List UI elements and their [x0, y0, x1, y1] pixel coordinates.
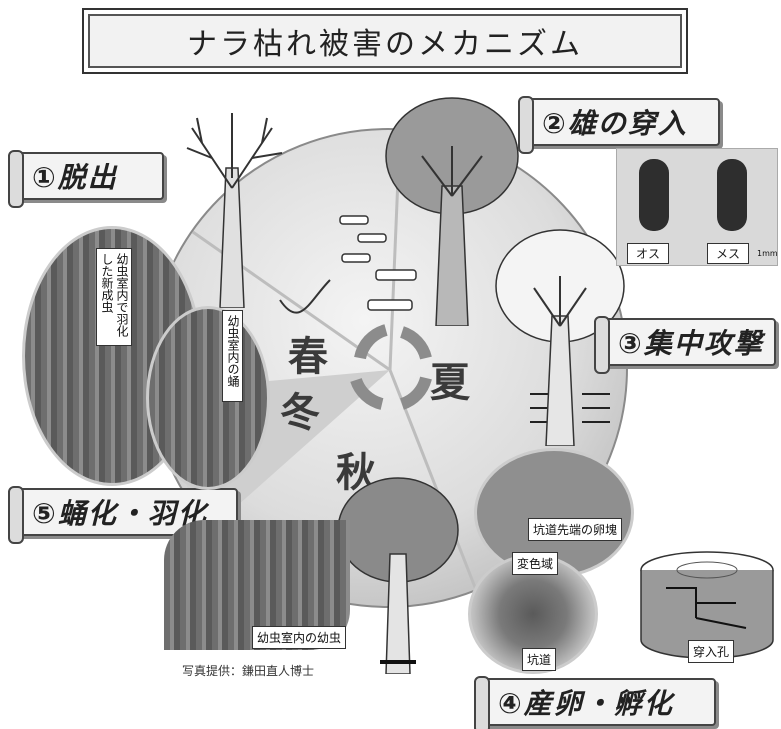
- season-summer: 夏: [430, 359, 470, 406]
- summer-tree-icon: [385, 97, 519, 326]
- male-label: オス: [627, 243, 670, 264]
- pupa-photo: [146, 306, 270, 490]
- flying-beetles-icon: [339, 215, 417, 311]
- female-label: メス: [707, 243, 750, 264]
- new-adult-caption: 幼虫室内で羽化した新成虫: [96, 248, 132, 346]
- egg-mass-caption: 坑道先端の卵塊: [528, 518, 623, 541]
- season-winter: 冬: [280, 389, 320, 436]
- bare-tree-icon: [186, 113, 283, 308]
- male-beetle-icon: [639, 159, 669, 231]
- stage-2-label: ②雄の穿入: [542, 107, 688, 140]
- title-frame: ナラ枯れ被害のメカニズム: [82, 8, 688, 74]
- larva-caption: 幼虫室内の幼虫: [252, 626, 347, 649]
- autumn-tree-icon: [337, 477, 459, 674]
- attacked-tree-icon: [495, 229, 625, 446]
- stage-3-banner: ③集中攻撃: [594, 316, 776, 374]
- stage-4-label: ④産卵・孵化: [498, 687, 674, 720]
- pupa-caption: 幼虫室内の蛹: [222, 310, 243, 402]
- gallery-caption: 坑道: [522, 648, 557, 671]
- diagram-title: ナラ枯れ被害のメカニズム: [187, 27, 583, 62]
- stage-5-label: ⑤蛹化・羽化: [32, 497, 208, 530]
- season-spring: 春: [288, 333, 328, 380]
- stage-2-banner: ②雄の穿入: [518, 96, 720, 154]
- stage-1-banner: ①脱出: [8, 150, 164, 208]
- flight-path-icon: [279, 279, 331, 314]
- log-diagram-icon: [640, 551, 774, 659]
- stage-4-banner: ④産卵・孵化: [474, 676, 716, 729]
- scale-label: 1mm: [757, 249, 778, 258]
- stage-3-label: ③集中攻撃: [618, 327, 764, 360]
- cycle-arrows: [350, 324, 432, 410]
- photo-credit: 写真提供：鎌田直人博士: [182, 664, 315, 678]
- stage-1-label: ①脱出: [32, 161, 118, 194]
- discolored-area-caption: 変色域: [512, 552, 559, 575]
- female-beetle-icon: [717, 159, 747, 231]
- entry-hole-caption: 穿入孔: [688, 640, 735, 663]
- beetle-photo: オス メス 1mm: [616, 148, 778, 266]
